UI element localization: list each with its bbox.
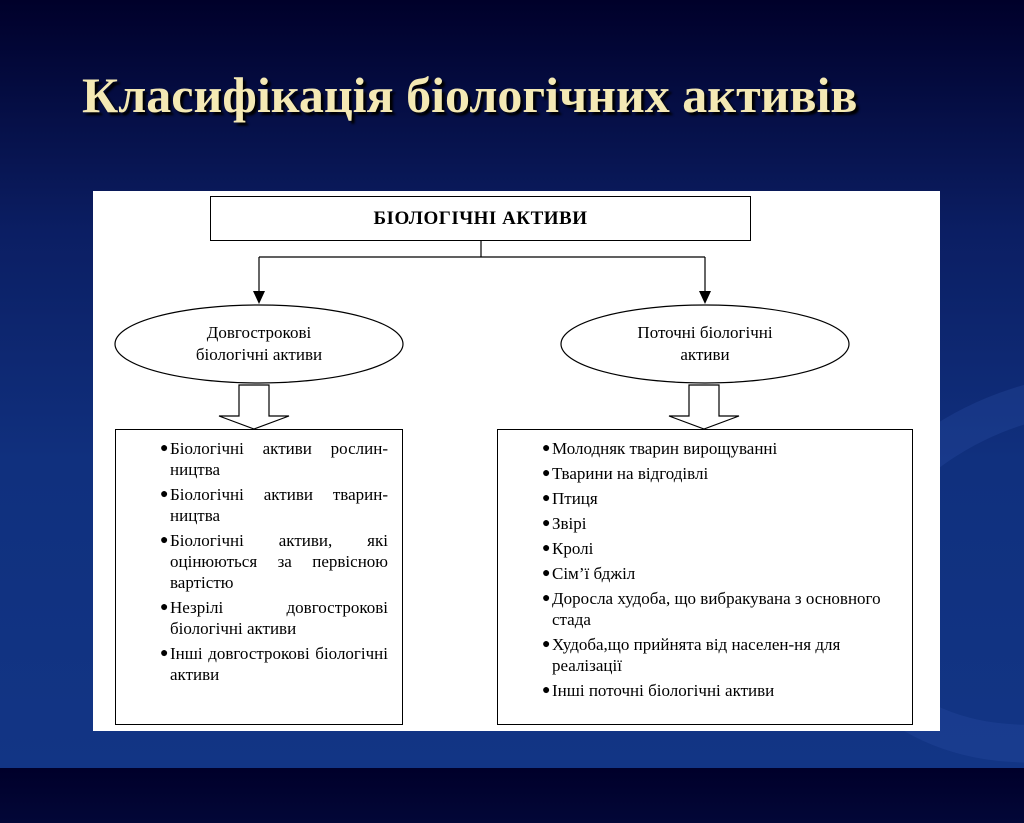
- bullet-icon: ●: [542, 541, 551, 556]
- bullet-icon: ●: [160, 600, 169, 615]
- list-item: ●Інші поточні біологічні активи: [498, 680, 912, 701]
- bullet-icon: ●: [542, 637, 551, 652]
- list-item-text: Біологічні активи, які оцінюються за пер…: [170, 531, 388, 592]
- bullet-icon: ●: [160, 646, 169, 661]
- long-term-label-line1: Довгострокові: [206, 323, 312, 342]
- list-item: ●Біологічні активи тварин-ництва: [116, 484, 402, 526]
- bullet-icon: ●: [542, 683, 551, 698]
- left-hollow-arrow: [218, 384, 290, 430]
- list-item-text: Звірі: [552, 514, 587, 533]
- ellipse-current: [560, 304, 850, 384]
- list-item: ●Доросла худоба, що вибракувана з основн…: [498, 588, 912, 630]
- current-list: ●Молодняк тварин вирощуванні ●Тварини на…: [498, 438, 912, 701]
- bullet-icon: ●: [160, 533, 169, 548]
- list-item: ●Сім’ї бджіл: [498, 563, 912, 584]
- list-item: ●Інші довгострокові біологічні активи: [116, 643, 402, 685]
- left-arrowhead: [253, 291, 265, 304]
- bullet-icon: ●: [160, 487, 169, 502]
- slide-title: Класифікація біологічних активів: [82, 67, 858, 123]
- list-item-text: Біологічні активи тварин-ництва: [170, 485, 388, 525]
- list-item-text: Сім’ї бджіл: [552, 564, 636, 583]
- list-item-text: Незрілі довгострокові біологічні активи: [170, 598, 388, 638]
- right-arrowhead: [699, 291, 711, 304]
- list-item: ●Птиця: [498, 488, 912, 509]
- long-term-label: Довгострокові біологічні активи: [133, 322, 385, 366]
- list-item: ●Худоба,що прийнята від населен-ня для р…: [498, 634, 912, 676]
- root-node-label: БІОЛОГІЧНІ АКТИВИ: [373, 207, 588, 229]
- list-item-text: Доросла худоба, що вибракувана з основно…: [552, 589, 881, 629]
- list-item: ●Біологічні активи, які оцінюються за пе…: [116, 530, 402, 593]
- list-item-text: Інші поточні біологічні активи: [552, 681, 775, 700]
- list-item: ●Кролі: [498, 538, 912, 559]
- list-item-text: Тварини на відгодівлі: [552, 464, 709, 483]
- current-label: Поточні біологічні активи: [579, 322, 831, 366]
- list-item: ●Незрілі довгострокові біологічні активи: [116, 597, 402, 639]
- list-item: ●Молодняк тварин вирощуванні: [498, 438, 912, 459]
- list-item-text: Кролі: [552, 539, 594, 558]
- current-label-line2: активи: [680, 345, 730, 364]
- list-item: ●Звірі: [498, 513, 912, 534]
- root-node: БІОЛОГІЧНІ АКТИВИ: [210, 196, 751, 241]
- bullet-icon: ●: [542, 466, 551, 481]
- ellipse-long-term: [114, 304, 404, 384]
- list-item-text: Худоба,що прийнята від населен-ня для ре…: [552, 635, 841, 675]
- right-hollow-arrow: [668, 384, 740, 430]
- list-item-text: Молодняк тварин вирощуванні: [552, 439, 778, 458]
- current-label-line1: Поточні біологічні: [637, 323, 773, 342]
- list-item-text: Птиця: [552, 489, 598, 508]
- current-list-box: ●Молодняк тварин вирощуванні ●Тварини на…: [497, 429, 913, 725]
- bullet-icon: ●: [542, 441, 551, 456]
- long-term-list-box: ●Біологічні активи рослин- ництва ●Біоло…: [115, 429, 403, 725]
- bullet-icon: ●: [542, 591, 551, 606]
- bullet-icon: ●: [160, 441, 169, 456]
- bullet-icon: ●: [542, 491, 551, 506]
- list-item-text: Інші довгострокові біологічні активи: [170, 644, 388, 684]
- bullet-icon: ●: [542, 516, 551, 531]
- list-item: ●Біологічні активи рослин- ництва: [116, 438, 402, 480]
- bullet-icon: ●: [542, 566, 551, 581]
- connector-graphics: [114, 241, 850, 430]
- list-item: ●Тварини на відгодівлі: [498, 463, 912, 484]
- long-term-list: ●Біологічні активи рослин- ництва ●Біоло…: [116, 438, 402, 685]
- diagram-panel: БІОЛОГІЧНІ АКТИВИ Довгострокові біологіч…: [93, 191, 940, 731]
- list-item-text: Біологічні активи рослин- ництва: [170, 439, 388, 479]
- long-term-label-line2: біологічні активи: [195, 345, 323, 364]
